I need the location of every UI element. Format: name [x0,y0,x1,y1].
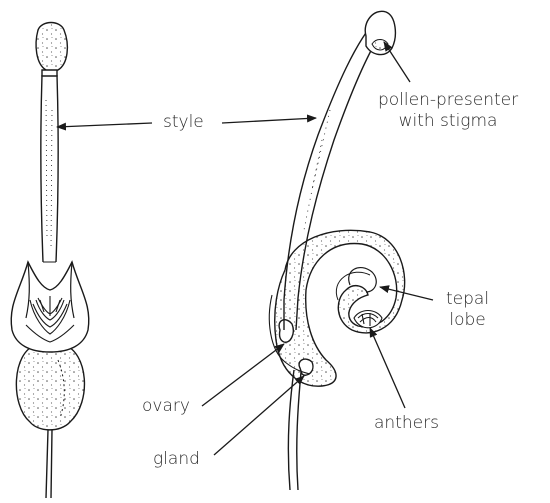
ovary-label: ovary [142,396,190,417]
pollen-presenter-leader [384,42,410,82]
left-pollen-presenter [36,23,67,72]
style-label: style [163,112,204,133]
left-ovary-bulb [16,345,84,430]
left-pedicel [46,430,52,498]
anthers-label: anthers [374,413,439,434]
tepal-lobe-label-line1: tepal [446,289,489,310]
tepal-lobe-label: tepal lobe [446,289,489,331]
pollen-presenter-label-line2: with stigma [378,111,518,132]
pollen-presenter-label: pollen-presenter with stigma [378,90,518,132]
gland-label: gland [153,449,200,470]
style-leader-right [222,118,316,123]
style-leader-left [57,123,152,127]
pollen-presenter-label-line1: pollen-presenter [378,90,518,111]
tepal-lobe-label-line2: lobe [446,310,489,331]
tepal-lobe-leader [380,287,433,300]
ovary-leader [202,344,284,406]
right-style [284,18,386,330]
anthers-leader [370,328,405,408]
right-ovary [279,320,293,343]
gland-leader [214,376,304,455]
left-style [41,75,58,262]
left-flower-front-view [11,23,89,499]
